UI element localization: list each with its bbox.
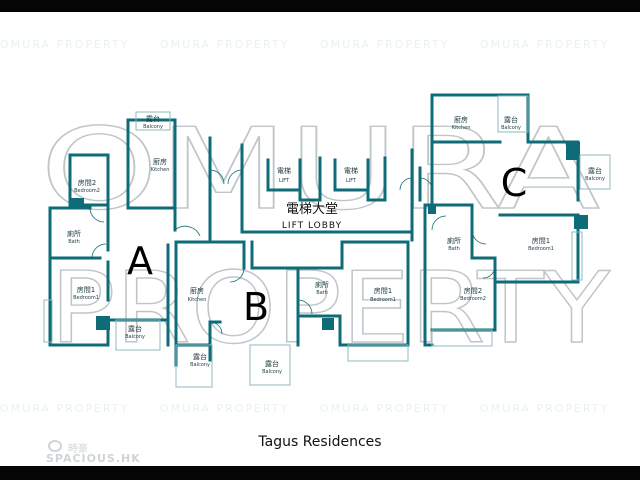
unit-a-kitchen-zh: 廚房 bbox=[153, 157, 167, 166]
unit-b-balcony-mid-en: Balcony bbox=[262, 369, 282, 375]
lift-lobby-zh: 電梯大堂 bbox=[286, 202, 338, 217]
unit-c-walls bbox=[423, 93, 588, 347]
unit-c-balcony-top-zh: 露台 bbox=[504, 115, 518, 124]
unit-b-letter: B bbox=[243, 285, 269, 329]
spacious-logo: 時豪 SPACIOUS.HK bbox=[46, 440, 146, 466]
unit-a-bedroom2-en: Bedroom2 bbox=[74, 188, 100, 194]
unit-b-balcony-left bbox=[175, 344, 213, 388]
unit-b-balcony-mid bbox=[249, 344, 291, 386]
floor-plan: OMURA PROPERTY OMURA PROPERTY OMURA PROP… bbox=[0, 38, 612, 415]
lift-2-en: LIFT bbox=[346, 178, 357, 184]
unit-a-balcony-top-en: Balcony bbox=[143, 124, 163, 130]
unit-a-bedroom2-zh: 房間2 bbox=[78, 178, 96, 187]
unit-a-bedroom1-en: Bedroom1 bbox=[73, 295, 99, 301]
unit-c-balcony-right bbox=[579, 154, 611, 190]
watermark-tile: OMURA PROPERTY bbox=[320, 402, 449, 415]
unit-c-balcony-top bbox=[497, 95, 529, 133]
lift-1-zh: 電梯 bbox=[277, 166, 291, 175]
unit-b-balcony-mid-zh: 露台 bbox=[265, 359, 279, 368]
unit-c-balcony-right-en: Balcony bbox=[585, 176, 605, 182]
unit-c-bedroom1-en: Bedroom1 bbox=[528, 246, 554, 252]
unit-b-kitchen-en: Kitchen bbox=[188, 297, 207, 303]
unit-c-balcony-top-en: Balcony bbox=[501, 125, 521, 131]
unit-b-bedroom1-en: Bedroom1 bbox=[370, 297, 396, 303]
unit-c-bedroom2-en: Bedroom2 bbox=[460, 296, 486, 302]
unit-a-bedroom1-zh: 房間1 bbox=[77, 285, 95, 294]
watermark-tile: OMURA PROPERTY bbox=[160, 38, 289, 51]
unit-b-bath-zh: 廁所 bbox=[315, 280, 329, 289]
unit-c-bedroom2-zh: 房間2 bbox=[464, 286, 482, 295]
unit-c-bay-window bbox=[431, 329, 493, 347]
lift-lobby-en: LIFT LOBBY bbox=[282, 221, 342, 231]
unit-c-letter: C bbox=[501, 161, 528, 205]
unit-b-bay-window bbox=[347, 344, 409, 362]
unit-c-bath-zh: 廁所 bbox=[447, 236, 461, 245]
watermark-tile: OMURA PROPERTY bbox=[320, 38, 449, 51]
unit-a-balcony-bottom bbox=[115, 319, 161, 351]
unit-a-balcony-bottom-zh: 露台 bbox=[128, 324, 142, 333]
watermark-tile: OMURA PROPERTY bbox=[0, 402, 129, 415]
logo-cn: 時豪 bbox=[68, 444, 88, 455]
unit-a-walls bbox=[48, 118, 201, 347]
unit-a-balcony-top-zh: 露台 bbox=[146, 114, 160, 123]
unit-b-bath-en: Bath bbox=[316, 290, 328, 296]
unit-b-bedroom1-zh: 房間1 bbox=[374, 286, 392, 295]
unit-b-balcony-left-zh: 露台 bbox=[193, 352, 207, 361]
watermark-line2: PROPERTY bbox=[50, 252, 611, 366]
lift-2-zh: 電梯 bbox=[344, 166, 358, 175]
lobby-walls bbox=[208, 136, 433, 242]
logo-mark-icon bbox=[48, 440, 62, 452]
unit-a-bay-window bbox=[43, 299, 53, 343]
unit-a-kitchen-en: Kitchen bbox=[151, 167, 170, 173]
bottom-black-bar bbox=[0, 466, 640, 480]
caption: Tagus Residences bbox=[258, 434, 382, 450]
unit-a-balcony-bottom-en: Balcony bbox=[125, 334, 145, 340]
unit-c-bedroom1-zh: 房間1 bbox=[532, 236, 550, 245]
top-black-bar bbox=[0, 0, 640, 12]
unit-c-bath-en: Bath bbox=[448, 246, 460, 252]
watermark-tile: OMURA PROPERTY bbox=[480, 38, 609, 51]
unit-c-balcony-right-zh: 露台 bbox=[588, 166, 602, 175]
unit-c-bay-window-right bbox=[571, 231, 583, 281]
lift-1-en: LIFT bbox=[279, 178, 290, 184]
watermark-tile: OMURA PROPERTY bbox=[160, 402, 289, 415]
watermark-tile: OMURA PROPERTY bbox=[0, 38, 129, 51]
unit-a-bath-zh: 廁所 bbox=[67, 229, 81, 238]
unit-a-letter: A bbox=[127, 239, 153, 283]
unit-a-bath-en: Bath bbox=[68, 239, 80, 245]
watermark-tile: OMURA PROPERTY bbox=[480, 402, 609, 415]
unit-b-kitchen-zh: 廚房 bbox=[190, 286, 204, 295]
unit-a-balcony-top bbox=[135, 111, 171, 131]
logo-en: SPACIOUS.HK bbox=[46, 452, 141, 465]
unit-c-kitchen-en: Kitchen bbox=[452, 125, 471, 131]
unit-c-kitchen-zh: 廚房 bbox=[454, 115, 468, 124]
unit-b-balcony-left-en: Balcony bbox=[190, 362, 210, 368]
watermark-tiles: OMURA PROPERTY OMURA PROPERTY OMURA PROP… bbox=[0, 38, 609, 415]
